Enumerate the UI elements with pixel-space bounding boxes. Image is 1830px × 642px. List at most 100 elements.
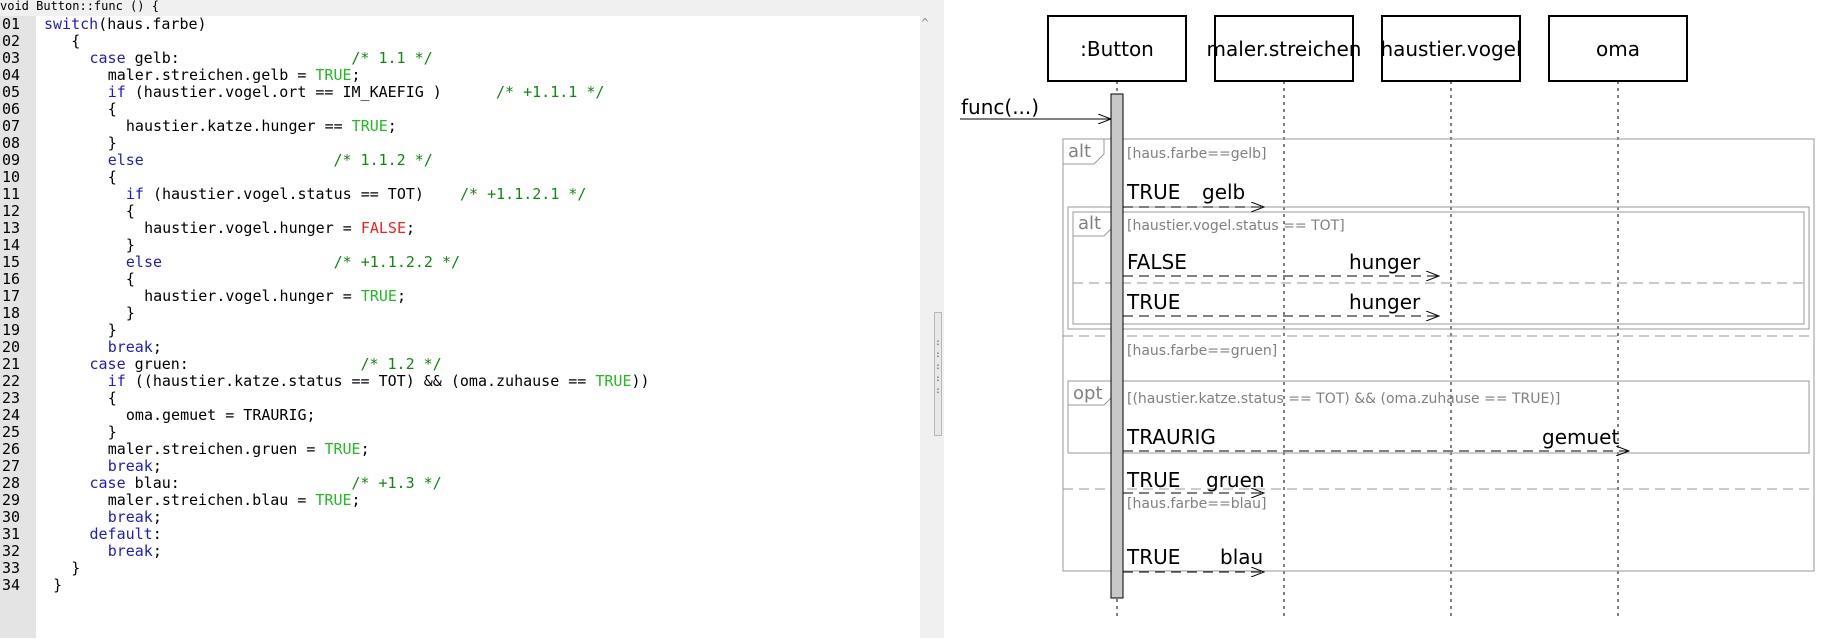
line-number: 24	[2, 406, 21, 424]
line-number: 14	[2, 236, 21, 254]
code-line[interactable]: }	[108, 135, 117, 152]
message-blau: blau	[1220, 545, 1263, 569]
code-comment: /* 1.1 */	[351, 49, 433, 67]
code-text: blau:	[125, 474, 352, 492]
message-gemuet: gemuet	[1542, 425, 1619, 449]
code-text: haustier.katze.hunger ==	[125, 117, 352, 135]
code-line[interactable]: if (haustier.vogel.status == TOT) /* +1.…	[126, 186, 587, 203]
line-number: 13	[2, 219, 21, 237]
line-number: 12	[2, 202, 21, 220]
code-line[interactable]: }	[53, 577, 62, 594]
code-line[interactable]: haustier.vogel.hunger = TRUE;	[144, 288, 406, 305]
code-line[interactable]: {	[108, 169, 117, 186]
code-line[interactable]: break;	[108, 543, 162, 560]
line-number: 08	[2, 134, 21, 152]
code-text: ((haustier.katze.status == TOT) && (oma.…	[125, 372, 596, 390]
code-text: }	[107, 134, 117, 152]
lifeline-box-button	[1047, 15, 1187, 82]
code-text: maler.streichen.blau =	[107, 491, 316, 509]
activation-bar-button	[1110, 93, 1124, 599]
code-line[interactable]: break;	[108, 339, 162, 356]
line-number: 17	[2, 287, 21, 305]
code-true-literal: TRUE	[360, 287, 397, 305]
code-line[interactable]: break;	[108, 509, 162, 526]
code-line[interactable]: }	[108, 322, 117, 339]
code-line[interactable]: oma.gemuet = TRAURIG;	[126, 407, 316, 424]
line-number: 01	[2, 15, 21, 33]
code-line[interactable]: else /* 1.1.2 */	[108, 152, 433, 169]
code-line[interactable]: {	[108, 101, 117, 118]
code-line[interactable]: maler.streichen.gelb = TRUE;	[108, 67, 361, 84]
alt-frame-inner-border	[1072, 211, 1805, 325]
line-number: 22	[2, 372, 21, 390]
code-text: ;	[360, 440, 370, 458]
guard-opt: [(haustier.katze.status == TOT) && (oma.…	[1127, 391, 1560, 407]
code-line[interactable]: {	[108, 390, 117, 407]
message-true-blau: TRUE	[1126, 545, 1180, 569]
code-text: gelb:	[125, 49, 352, 67]
code-line[interactable]: if ((haustier.katze.status == TOT) && (o…	[108, 373, 650, 390]
call-label: func(...)	[961, 95, 1039, 119]
code-line[interactable]: if (haustier.vogel.ort == IM_KAEFIG ) /*…	[108, 84, 605, 101]
message-hunger-2: hunger	[1349, 290, 1421, 314]
guard-gelb: [haus.farbe==gelb]	[1127, 146, 1267, 162]
code-line[interactable]: default:	[90, 526, 162, 543]
line-number: 02	[2, 32, 21, 50]
code-text: }	[53, 576, 63, 594]
code-text: (haustier.vogel.status == TOT)	[143, 185, 461, 203]
lifeline-label-button: :Button	[1080, 37, 1154, 61]
code-line[interactable]: case gelb: /* 1.1 */	[90, 50, 433, 67]
code-false-literal: FALSE	[360, 219, 406, 237]
code-text: maler.streichen.gruen =	[107, 440, 325, 458]
opt-frame-label: opt	[1073, 383, 1103, 404]
code-text: :	[152, 525, 162, 543]
code-line[interactable]: else /* +1.1.2.2 */	[126, 254, 460, 271]
code-line[interactable]: maler.streichen.gruen = TRUE;	[108, 441, 370, 458]
code-line[interactable]: case blau: /* +1.3 */	[90, 475, 442, 492]
code-line[interactable]: haustier.katze.hunger == TRUE;	[126, 118, 397, 135]
line-number: 20	[2, 338, 21, 356]
code-text: ;	[152, 338, 162, 356]
alt-frame-outer	[1062, 138, 1815, 572]
code-line[interactable]: {	[71, 33, 80, 50]
line-number: 18	[2, 304, 21, 322]
line-number: 11	[2, 185, 21, 203]
code-keyword: if	[107, 83, 126, 101]
code-line[interactable]: case gruen: /* 1.2 */	[90, 356, 442, 373]
code-keyword: break	[107, 508, 153, 526]
alt-frame-inner	[1067, 206, 1810, 330]
code-line[interactable]: }	[108, 424, 117, 441]
line-number: 10	[2, 168, 21, 186]
code-text: ;	[351, 491, 361, 509]
code-text: }	[125, 304, 135, 322]
code-line[interactable]: }	[71, 560, 80, 577]
code-text: ;	[152, 508, 162, 526]
code-line[interactable]: break;	[108, 458, 162, 475]
code-line[interactable]: }	[126, 237, 135, 254]
code-text	[162, 253, 334, 271]
message-traurig: TRAURIG	[1126, 425, 1216, 449]
guard-blau: [haus.farbe==blau]	[1127, 496, 1266, 512]
sequence-diagram: :Button maler.streichen haustier.vogel o…	[944, 0, 1830, 638]
code-text: }	[125, 236, 135, 254]
code-line[interactable]: }	[126, 305, 135, 322]
code-keyword: else	[107, 151, 144, 169]
line-number: 15	[2, 253, 21, 271]
code-line[interactable]: {	[126, 203, 135, 220]
line-number: 16	[2, 270, 21, 288]
code-line[interactable]: switch(haus.farbe)	[44, 16, 207, 33]
panel-splitter[interactable]: : : : : :	[934, 312, 942, 436]
line-number: 19	[2, 321, 21, 339]
message-gruen: gruen	[1206, 468, 1265, 492]
code-line[interactable]: haustier.vogel.hunger = FALSE;	[144, 220, 415, 237]
code-line[interactable]: {	[126, 271, 135, 288]
line-number: 05	[2, 83, 21, 101]
code-keyword: case	[89, 49, 126, 67]
line-number-gutter	[0, 16, 36, 638]
code-area[interactable]	[36, 16, 920, 638]
scroll-up-icon[interactable]: ^	[921, 16, 929, 30]
code-line[interactable]: maler.streichen.blau = TRUE;	[108, 492, 361, 509]
message-hunger-1: hunger	[1349, 250, 1421, 274]
lifeline-box-maler-streichen	[1214, 15, 1354, 82]
